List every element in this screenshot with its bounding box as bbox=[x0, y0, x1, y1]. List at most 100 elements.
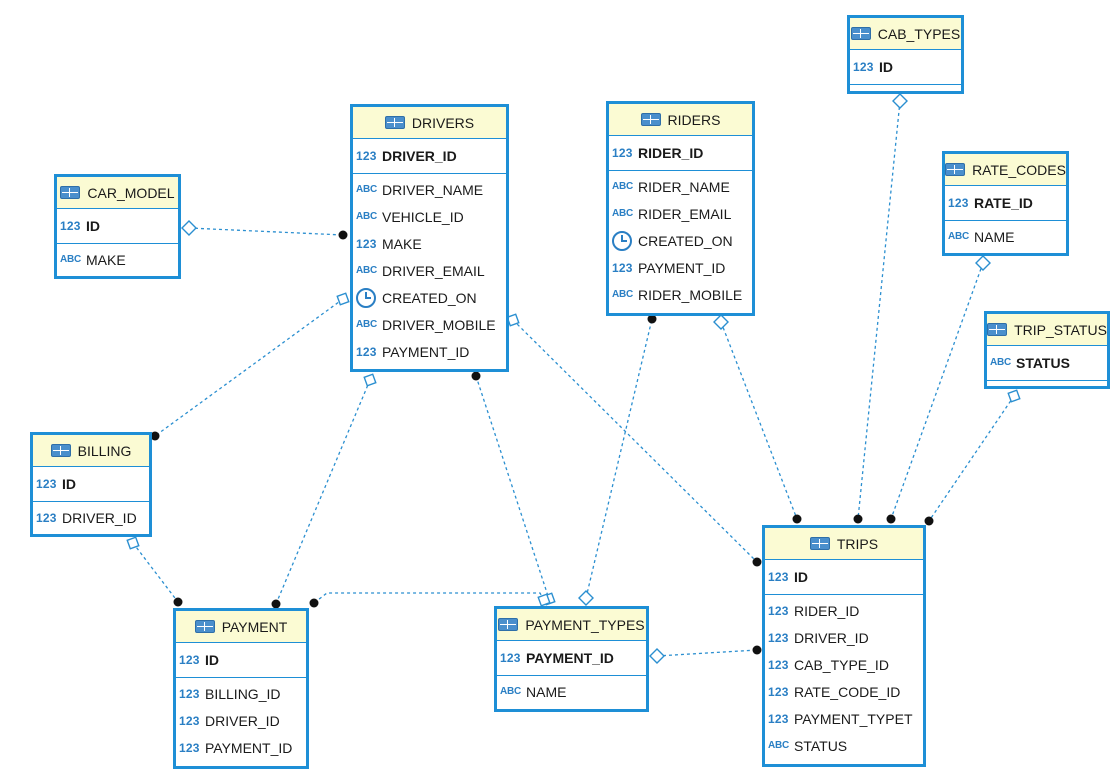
numeric-type-icon: 123 bbox=[60, 218, 81, 233]
link-drivers-payment-types[interactable] bbox=[471, 371, 556, 606]
entity-header[interactable]: CAB_TYPES bbox=[850, 18, 961, 50]
link-drivers-trips[interactable] bbox=[506, 313, 762, 567]
entity-header[interactable]: PAYMENT_TYPES bbox=[497, 609, 646, 641]
table-column[interactable]: ABC MAKE bbox=[57, 246, 178, 273]
column-name: RATE_CODE_ID bbox=[794, 683, 901, 700]
entity-title: CAB_TYPES bbox=[877, 25, 961, 42]
dot-end-marker bbox=[924, 516, 934, 526]
entity-header[interactable]: DRIVERS bbox=[353, 107, 506, 139]
link-drivers-payment[interactable] bbox=[271, 373, 377, 609]
column-name: MAKE bbox=[86, 251, 126, 268]
column-name: CAB_TYPE_ID bbox=[794, 656, 889, 673]
diamond-end-marker bbox=[713, 314, 729, 330]
column-name: RIDER_EMAIL bbox=[638, 205, 732, 222]
relationship-line bbox=[720, 321, 798, 520]
numeric-type-icon: 123 bbox=[612, 260, 633, 275]
text-type-icon: ABC bbox=[356, 319, 378, 330]
entity-title: PAYMENT bbox=[221, 618, 288, 635]
link-drivers-billing[interactable] bbox=[150, 292, 350, 441]
table-icon bbox=[809, 537, 830, 550]
link-billing-payment[interactable] bbox=[126, 536, 183, 607]
relationship-line bbox=[132, 542, 179, 603]
numeric-type-icon: 123 bbox=[948, 195, 969, 210]
numeric-type-icon: 123 bbox=[768, 711, 789, 726]
relationship-line bbox=[656, 649, 758, 657]
table-column[interactable]: CREATED_ON bbox=[609, 227, 752, 254]
entity-header[interactable]: TRIP_STATUS bbox=[987, 314, 1107, 346]
table-icon bbox=[945, 163, 966, 176]
link-cab-types-trips[interactable] bbox=[853, 93, 908, 524]
link-car-model-drivers[interactable] bbox=[181, 220, 348, 240]
entity-header[interactable]: CAR_MODEL bbox=[57, 177, 178, 209]
numeric-type-icon: 123 bbox=[768, 603, 789, 618]
dot-end-marker bbox=[471, 371, 481, 381]
text-type-icon: ABC bbox=[356, 265, 378, 276]
link-trip-status-trips[interactable] bbox=[924, 389, 1021, 526]
entity-header[interactable]: TRIPS bbox=[765, 528, 923, 560]
column-name: CREATED_ON bbox=[382, 289, 477, 306]
entity-header[interactable]: PAYMENT bbox=[176, 611, 306, 643]
entity-header[interactable]: RIDERS bbox=[609, 104, 752, 136]
link-payment-types-riders[interactable] bbox=[578, 314, 657, 606]
link-payment-types-trips[interactable] bbox=[649, 645, 762, 664]
column-name: ID bbox=[205, 651, 219, 668]
text-type-icon: ABC bbox=[60, 254, 82, 265]
column-name: RIDER_ID bbox=[638, 144, 704, 161]
text-type-icon: ABC bbox=[612, 181, 634, 192]
numeric-type-icon: 123 bbox=[768, 569, 789, 584]
numeric-type-icon: 123 bbox=[179, 713, 200, 728]
link-riders-trips[interactable] bbox=[713, 314, 802, 524]
entity-header[interactable]: RATE_CODES bbox=[945, 154, 1066, 186]
entity-header[interactable]: BILLING bbox=[33, 435, 149, 467]
link-payment-types-payment[interactable] bbox=[309, 592, 551, 608]
link-rate-codes-trips[interactable] bbox=[886, 255, 991, 524]
table-icon bbox=[50, 444, 71, 457]
table-column[interactable]: CREATED_ON bbox=[353, 284, 506, 311]
